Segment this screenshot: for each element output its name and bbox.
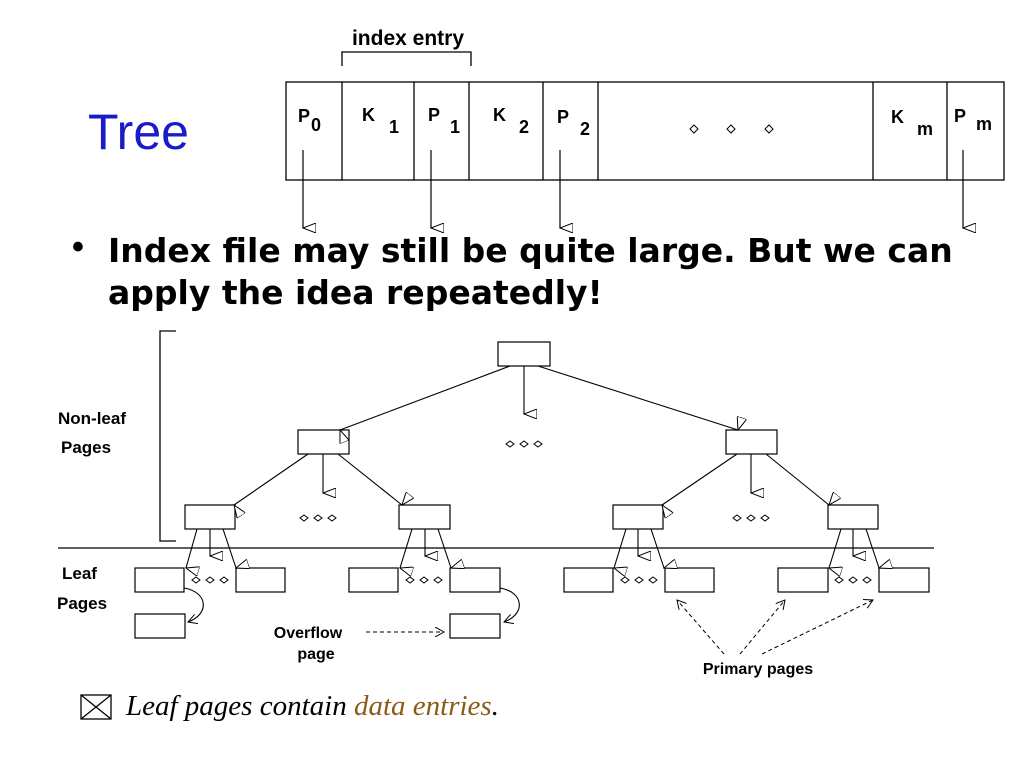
ellipsis-icon — [191, 440, 872, 584]
nonleaf-label: Non-leaf — [58, 409, 126, 428]
overflow-label: page — [297, 646, 334, 663]
leaf-page — [235, 567, 286, 593]
primary-pages-label: Primary pages — [703, 661, 813, 678]
nonleaf-bracket — [159, 330, 176, 542]
index-page-box — [285, 81, 1005, 181]
tree-node — [725, 429, 778, 455]
leaf-label: Leaf — [62, 564, 97, 583]
footer-highlight: data entries — [353, 690, 492, 722]
tree-node — [398, 504, 451, 530]
cell-main: P — [298, 106, 310, 126]
leaf-page — [563, 567, 614, 593]
tree-node — [827, 504, 879, 530]
overflow-page — [449, 613, 501, 639]
cell-sub: 1 — [450, 117, 460, 137]
cell-sub: 1 — [389, 117, 399, 137]
cell-sub: m — [917, 119, 933, 139]
index-entry-label: index entry — [352, 27, 464, 50]
overflow-page — [134, 613, 186, 639]
slide-title: Tree — [88, 104, 189, 160]
leaf-page — [348, 567, 399, 593]
leaf-page — [878, 567, 930, 593]
nonleaf-label: Pages — [61, 438, 111, 457]
index-entry-bracket — [341, 51, 472, 66]
tree-node — [612, 504, 664, 530]
cell-sub: 2 — [519, 117, 529, 137]
leaf-page — [134, 567, 185, 593]
cell-sub: 2 — [580, 119, 590, 139]
leaf-label: Pages — [57, 594, 107, 613]
cell-sub: 0 — [311, 115, 321, 135]
envelope-x-icon — [80, 694, 112, 720]
cell-main: P — [557, 107, 569, 127]
leaf-page — [664, 567, 715, 593]
cell-main: K — [891, 107, 904, 127]
bullet-icon: • — [72, 228, 84, 266]
bullet-text: Index file may still be quite large. But… — [108, 231, 953, 312]
cell-main: K — [362, 105, 375, 125]
footer-text-after: . — [491, 690, 499, 722]
cell-main: K — [493, 105, 506, 125]
overflow-label: Overflow — [274, 625, 343, 642]
leaf-page — [777, 567, 829, 593]
cell-main: P — [954, 106, 966, 126]
footer-text-before: Leaf pages contain — [126, 690, 354, 722]
tree-node — [297, 429, 350, 455]
leaf-page — [449, 567, 501, 593]
ellipsis-icon — [689, 124, 774, 134]
cell-sub: m — [976, 114, 992, 134]
cell-main: P — [428, 105, 440, 125]
tree-node — [184, 504, 236, 530]
root-node — [497, 341, 551, 367]
